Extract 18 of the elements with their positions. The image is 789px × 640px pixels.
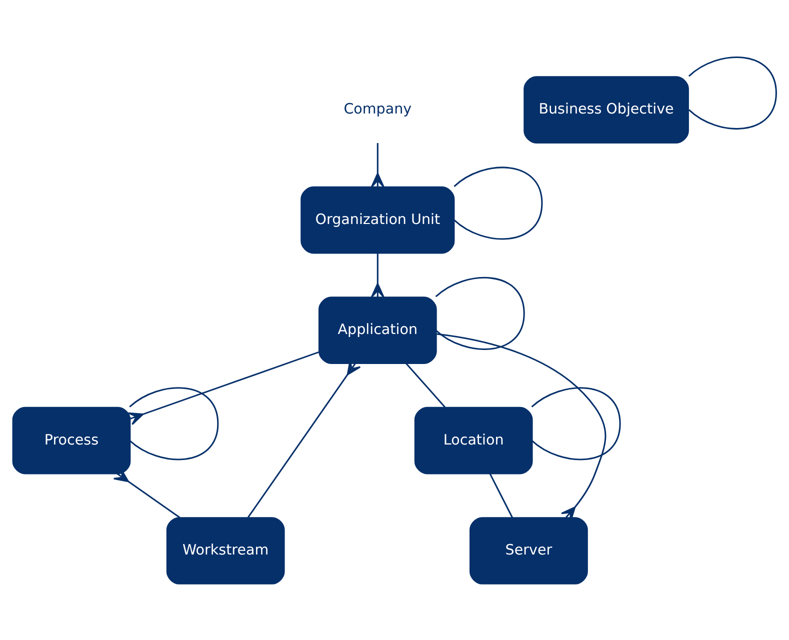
connector [531, 386, 621, 460]
connector [370, 252, 384, 298]
node-box: Workstream [166, 516, 285, 584]
node-box: Process [12, 406, 131, 474]
connector [370, 142, 384, 188]
connector [128, 350, 319, 425]
node-box: Application [318, 296, 437, 364]
connector [406, 362, 446, 408]
node-text: Company [344, 101, 412, 118]
node-box: Server [470, 516, 588, 584]
connector [129, 386, 219, 460]
node-box: Location [414, 406, 533, 474]
connector [435, 276, 525, 350]
connector [454, 166, 543, 240]
node-box: Business Objective [524, 76, 689, 144]
connector [489, 472, 513, 518]
node-box: Organization Unit [300, 186, 455, 254]
connector [688, 56, 777, 129]
